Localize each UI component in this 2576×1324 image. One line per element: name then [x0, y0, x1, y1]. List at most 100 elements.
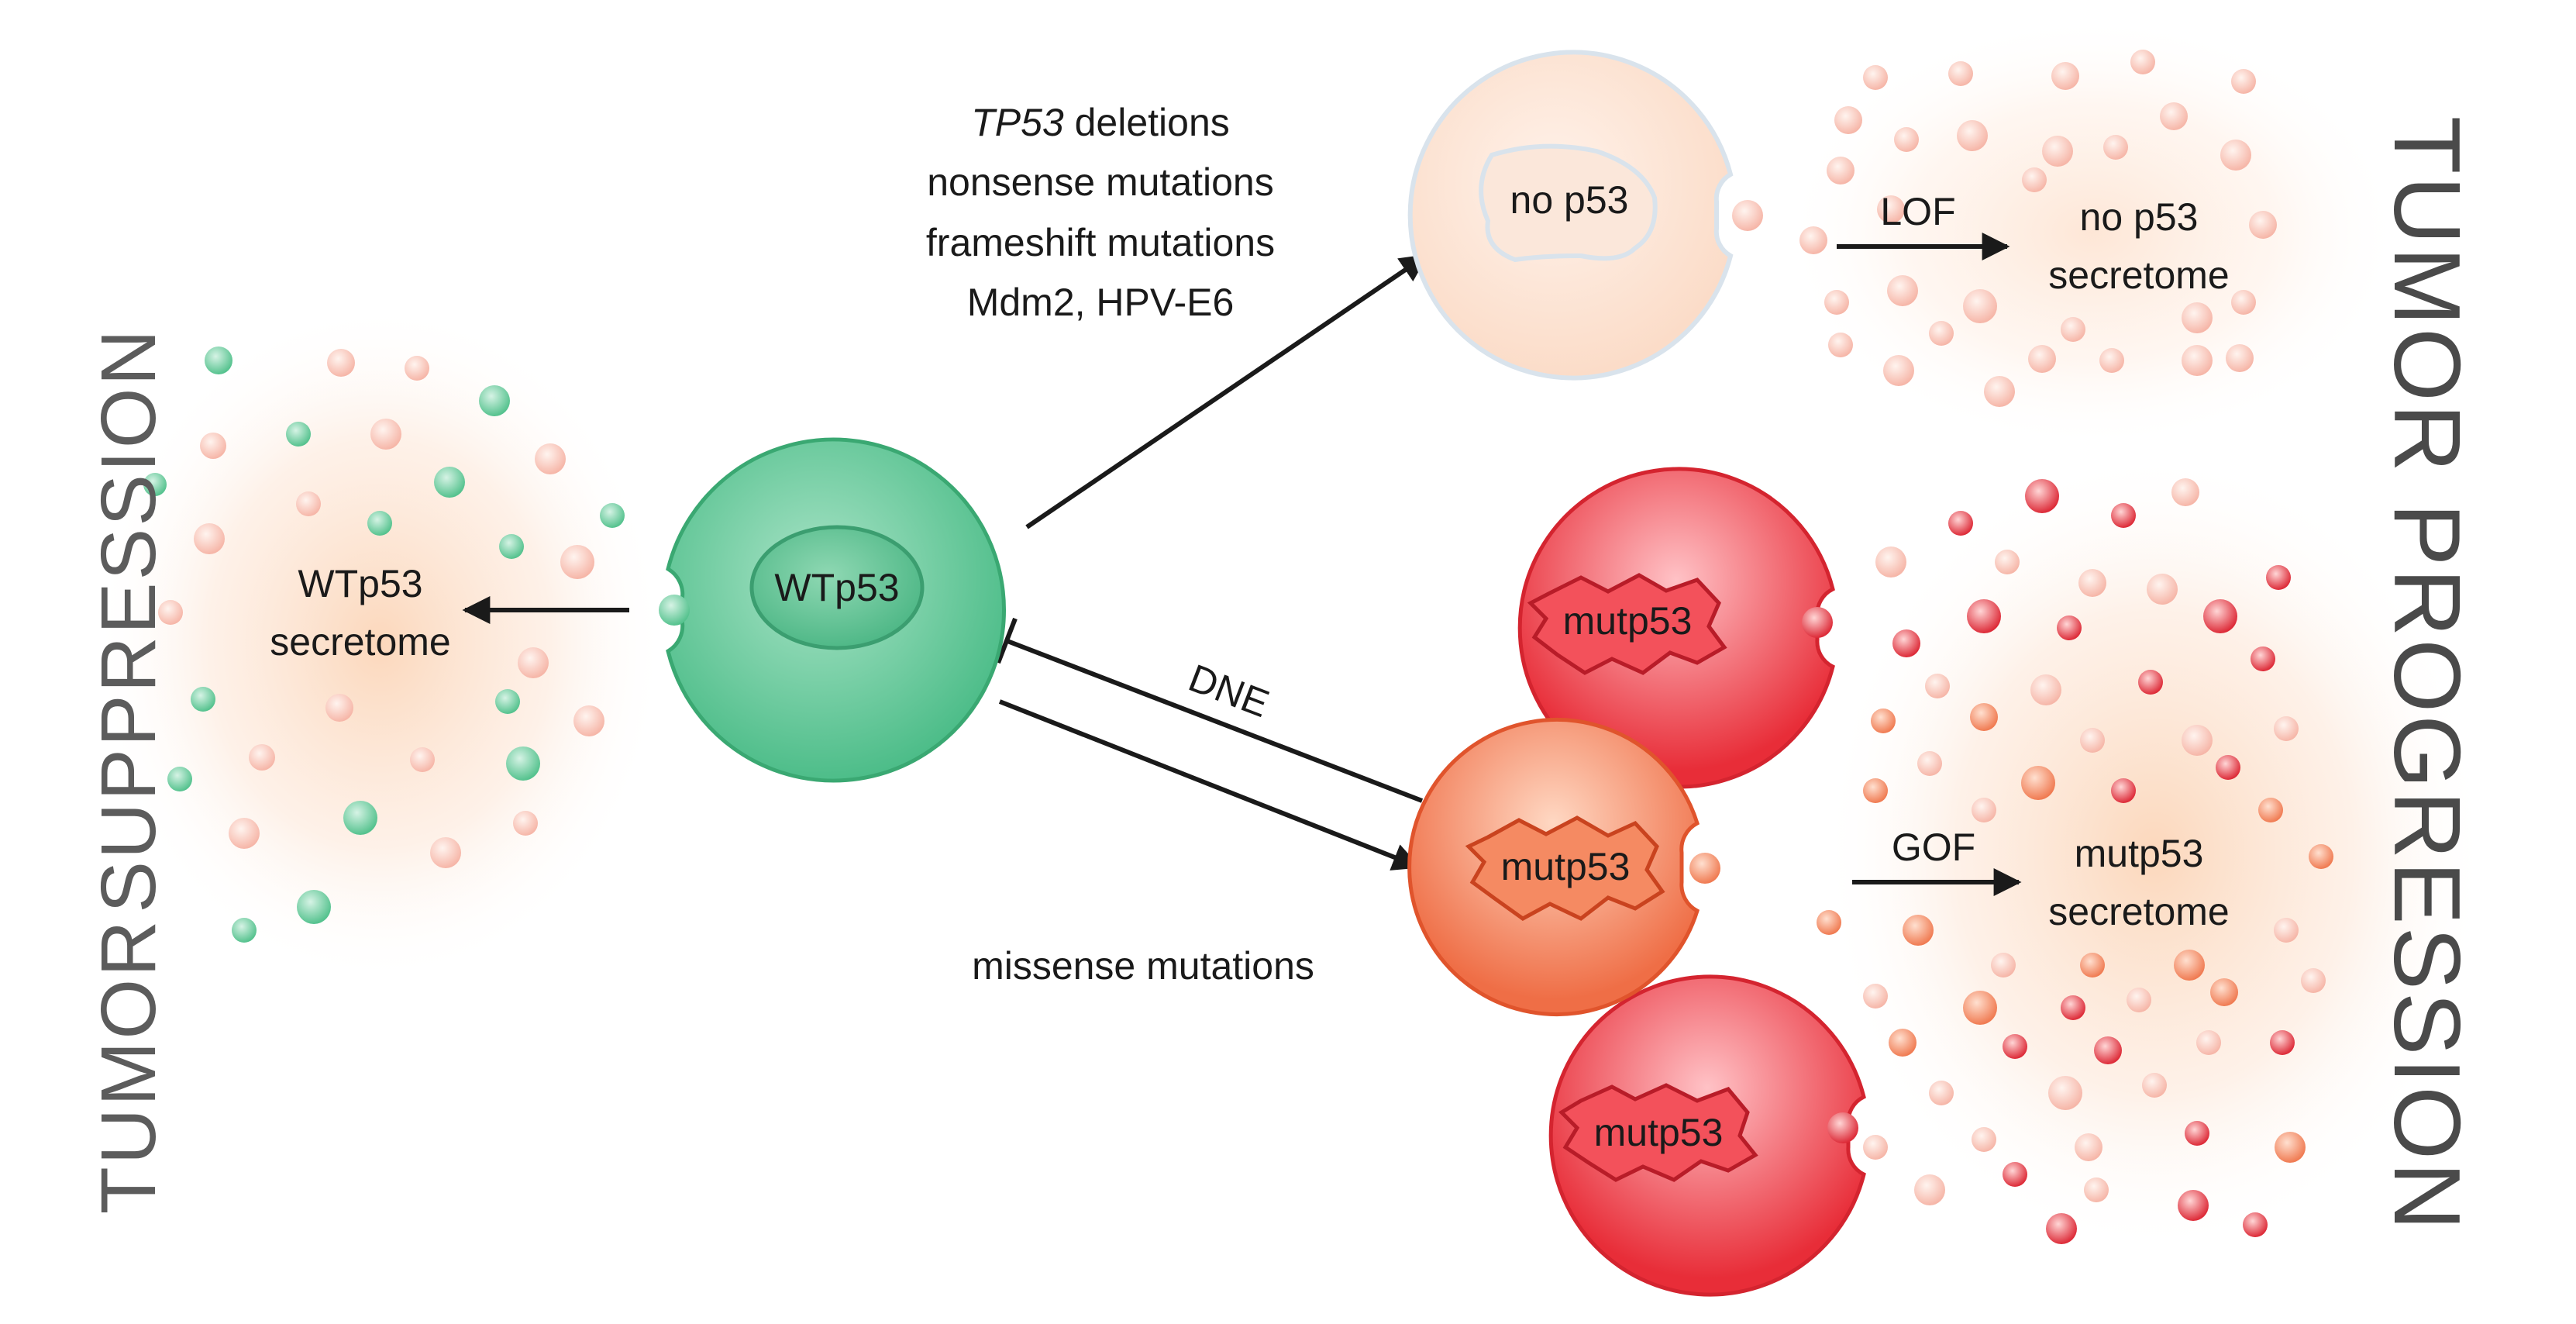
mut-particle	[2046, 1213, 2077, 1244]
mut-particle	[2138, 670, 2163, 695]
wt-particle	[430, 837, 461, 868]
tumor-progression-title: TUMOR PROGRESSION	[2375, 116, 2480, 1233]
mut-particle	[1972, 1127, 1996, 1152]
mut-particle	[1892, 629, 1920, 657]
no-particle	[1799, 226, 1827, 254]
mut-particle	[1875, 546, 1906, 578]
wt-particle	[194, 523, 225, 554]
mut-particle	[2203, 599, 2237, 633]
no-p53-secretome-label-line1: no p53	[2080, 195, 2199, 239]
deletions-text: deletions	[1064, 101, 1230, 144]
wt-particle	[518, 647, 549, 678]
no-particle	[2130, 50, 2155, 74]
mut-particle	[1863, 778, 1888, 803]
mut-particle	[2275, 1132, 2306, 1163]
no-particle	[2182, 345, 2213, 376]
tp53-deletions-label: TP53 deletions	[971, 101, 1230, 144]
mut-particle	[2048, 1076, 2082, 1110]
no-particle	[2231, 290, 2256, 315]
mut-secreted-protein-middle	[1689, 853, 1720, 884]
mut-particle	[2251, 646, 2275, 671]
mut-particle	[1970, 703, 1998, 731]
mut-cell-label-bottom: mutp53	[1594, 1111, 1724, 1154]
mut-particle	[1967, 599, 2001, 633]
no-particle	[1863, 65, 1888, 90]
mut-particle	[2080, 953, 2105, 977]
wt-particle	[232, 918, 257, 943]
mut-particle	[1871, 709, 1896, 733]
wt-particle	[249, 744, 275, 771]
no-particle	[2103, 135, 2128, 160]
mut-secretome-glow	[1821, 450, 2488, 1256]
no-particle	[2226, 344, 2254, 372]
wt-cell-label: WTp53	[774, 566, 899, 609]
mut-particle	[2142, 1073, 2167, 1098]
wt-particle	[600, 503, 625, 528]
mut-secretome-label-line1: mutp53	[2075, 832, 2204, 875]
mut-particle	[1995, 550, 2020, 574]
wt-particle	[367, 511, 392, 536]
mut-particle	[1863, 1135, 1888, 1160]
mut-nucleus-middle	[1465, 815, 1665, 921]
mut-particle	[2274, 918, 2299, 943]
mut-particle	[2270, 1030, 2295, 1055]
mut-particle	[2274, 716, 2299, 741]
no-particle	[1834, 106, 1862, 134]
wt-particle	[200, 433, 226, 459]
no-particle	[2051, 62, 2079, 90]
mut-particle	[2094, 1036, 2122, 1064]
mut-particle	[2185, 1121, 2209, 1146]
no-particle	[1824, 290, 1849, 315]
mut-particle	[2111, 778, 2136, 803]
no-p53-secretome-label-line2: secretome	[2048, 253, 2229, 297]
no-particle	[1957, 120, 1988, 151]
wt-particle	[229, 818, 260, 849]
no-particle	[2042, 136, 2073, 167]
mdm2-hpv-label: Mdm2, HPV-E6	[967, 281, 1235, 324]
mut-secretome-dots	[1817, 478, 2333, 1244]
mut-particle	[2258, 798, 2283, 822]
mut-particle	[2210, 978, 2238, 1006]
no-particle	[1963, 289, 1997, 323]
mut-particle	[2127, 988, 2151, 1012]
mut-particle	[2216, 755, 2240, 780]
no-particle	[2061, 317, 2085, 342]
mut-particle	[1917, 751, 1942, 776]
mut-particle	[2061, 995, 2085, 1020]
mut-particle	[2057, 615, 2082, 640]
no-particle	[1887, 275, 1918, 306]
wt-particle	[506, 746, 540, 781]
no-particle	[1984, 376, 2015, 407]
wt-particle	[205, 347, 232, 374]
mut-particle	[2309, 844, 2333, 869]
no-particle	[1929, 321, 1954, 346]
mut-particle	[1914, 1174, 1945, 1205]
suppression-word-tumor: TUMOR	[85, 919, 172, 1215]
mut-particle	[1972, 798, 1996, 822]
no-particle	[1827, 157, 1855, 184]
mut-p53-cell-middle: mutp53	[1407, 718, 1720, 1016]
gof-label: GOF	[1892, 826, 1975, 869]
mut-particle	[2174, 950, 2205, 981]
wt-particle	[499, 534, 524, 559]
lof-label: LOF	[1880, 190, 1955, 233]
mut-nucleus-bottom	[1558, 1083, 1758, 1182]
mut-particle	[2003, 1162, 2027, 1187]
wt-particle	[327, 349, 355, 377]
mut-cell-label-middle: mutp53	[1501, 845, 1631, 888]
no-particle	[1883, 355, 1914, 386]
wt-particle	[560, 545, 594, 579]
mut-particle	[1925, 674, 1950, 698]
no-particle	[2231, 69, 2256, 94]
mut-particle	[2266, 565, 2291, 590]
mut-secreted-protein-bottom	[1827, 1112, 1858, 1143]
wt-particle	[343, 801, 377, 835]
wt-secreted-protein	[659, 595, 690, 626]
wt-particle	[495, 689, 520, 714]
wt-particle	[405, 356, 429, 381]
wt-particle	[286, 422, 311, 447]
wt-particle	[479, 385, 510, 416]
wt-particle	[573, 705, 604, 736]
no-p53-secretome-dots	[1799, 50, 2277, 407]
